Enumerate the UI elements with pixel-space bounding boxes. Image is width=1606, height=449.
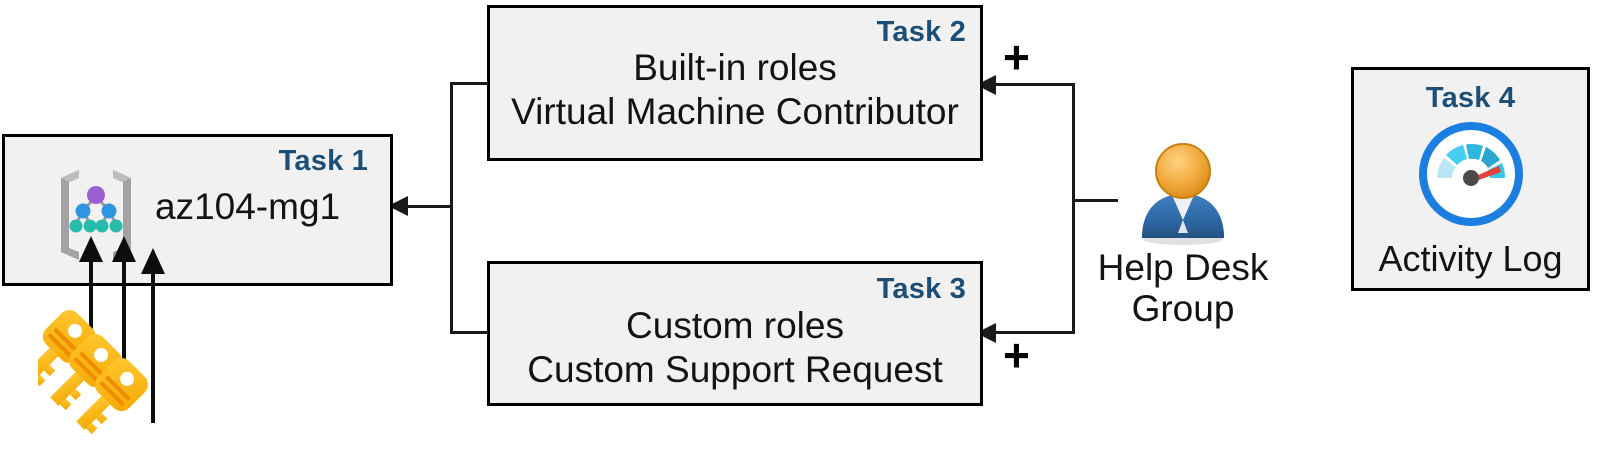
task-3-line-2: Custom Support Request [527,348,943,390]
management-group-icon [53,166,139,260]
connector-person-to-trunk [1072,199,1118,202]
task-4-text: Activity Log [1378,237,1563,279]
person-label-line-1: Help Desk [1097,247,1269,288]
task-2-label: Task 2 [876,16,966,48]
task-4-label: Task 4 [1425,82,1516,114]
arrow-key-1 [78,236,104,371]
task-3-text: Custom roles Custom Support Request [490,304,980,391]
plus-sign-task2: + [1003,31,1030,83]
task-2-text: Built-in roles Virtual Machine Contribut… [490,46,980,133]
task-4-box[interactable]: Task 4 Activity Log [1351,67,1590,291]
user-group-icon [1128,138,1238,248]
connector-task2-to-trunk [450,82,490,85]
arrow-key-3 [140,248,166,428]
task-2-line-1: Built-in roles [633,47,837,88]
connector-right-trunk-vertical [1072,83,1075,333]
arrowhead-into-task1 [388,196,408,216]
task-3-line-1: Custom roles [626,305,844,346]
keys-icon [24,308,154,449]
task-2-box[interactable]: Task 2 Built-in roles Virtual Machine Co… [487,5,983,161]
connector-left-trunk-vertical [450,82,453,334]
task-1-label: Task 1 [278,145,368,177]
connector-trunk-to-task3 [990,331,1075,334]
activity-log-gauge-icon [1418,122,1523,226]
connector-trunk-to-task1 [405,205,452,208]
task-2-line-2: Virtual Machine Contributor [511,90,959,132]
connector-task3-to-trunk [450,331,490,334]
task-1-text: az104-mg1 [155,186,341,227]
person-label-line-2: Group [1131,287,1235,329]
arrow-key-2 [111,236,137,391]
task-3-box[interactable]: Task 3 Custom roles Custom Support Reque… [487,261,983,406]
person-label: Help Desk Group [1078,247,1288,329]
connector-trunk-to-task2 [990,83,1075,86]
task-3-label: Task 3 [876,273,966,305]
plus-sign-task3: + [1003,329,1030,381]
